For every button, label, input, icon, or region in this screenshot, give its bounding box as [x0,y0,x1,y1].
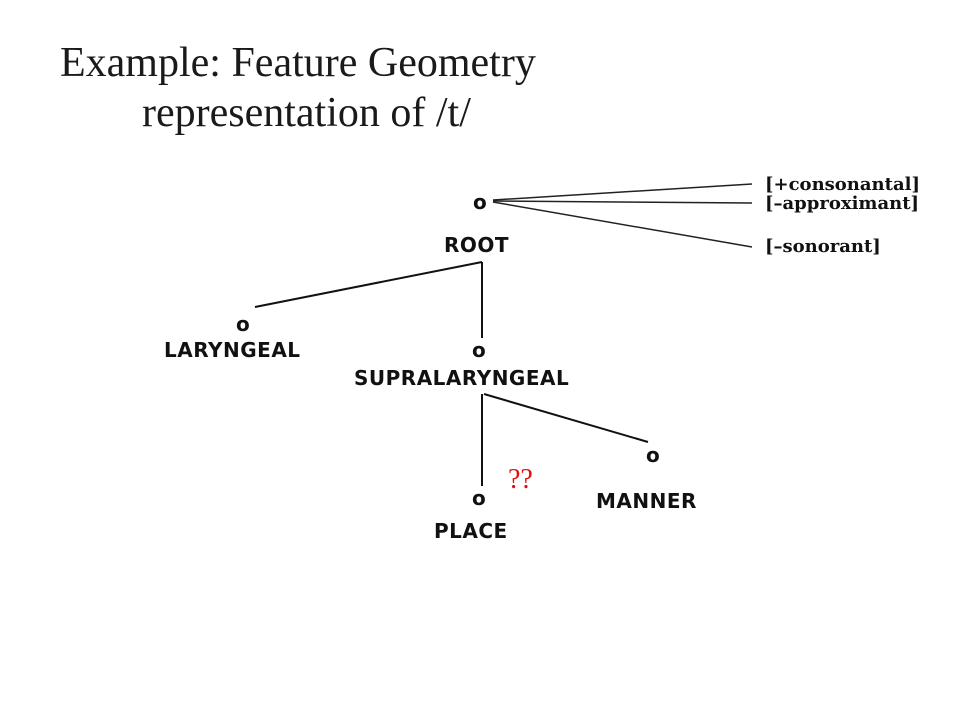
manner-label: MANNER [596,489,697,513]
edge-root-laryngeal [254,261,483,308]
edge-root-approximant [492,200,753,204]
feature-approximant: [–approximant] [765,193,919,214]
title-line-2: representation of /t/ [142,90,471,136]
feature-consonantal: [+consonantal] [765,174,920,195]
laryngeal-node-marker: o [236,312,250,336]
title-line-1: Example: Feature Geometry [60,40,536,86]
question-mark-annotation: ?? [508,464,533,495]
feature-sonorant: [–sonorant] [765,236,881,257]
place-node-marker: o [472,486,486,510]
supralaryngeal-node-marker: o [472,338,486,362]
edge-root-consonantal [492,183,753,201]
edge-supralaryngeal-manner [483,393,649,443]
laryngeal-label: LARYNGEAL [164,338,301,362]
root-label: ROOT [444,233,509,257]
edge-root-sonorant [492,201,753,248]
root-node-marker: o [473,190,487,214]
manner-node-marker: o [646,443,660,467]
supralaryngeal-label: SUPRALARYNGEAL [354,366,569,390]
slide-title: Example: Feature Geometry representation… [60,38,660,138]
place-label: PLACE [434,519,508,543]
